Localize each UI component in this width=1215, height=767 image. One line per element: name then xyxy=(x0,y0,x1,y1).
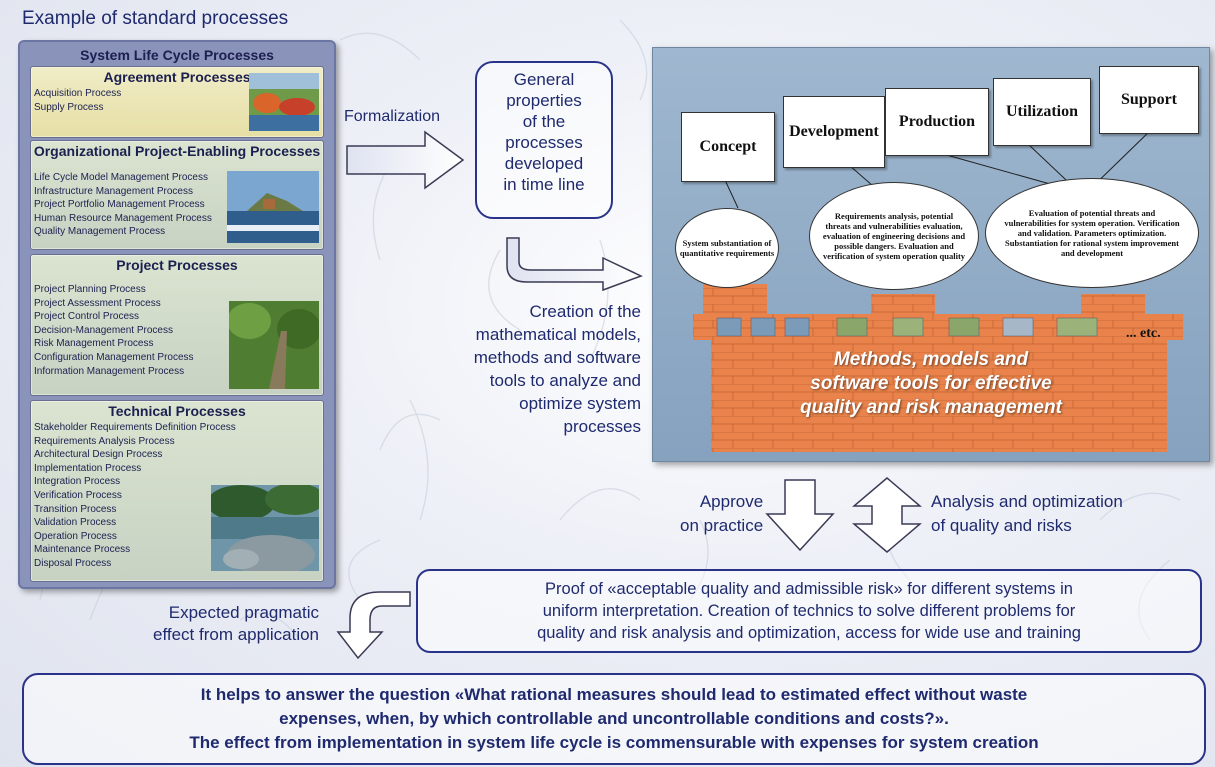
forest-path-photo xyxy=(229,301,319,389)
text-line: Expected pragmatic xyxy=(168,603,319,622)
text-line: uniform interpretation. Creation of tech… xyxy=(542,602,1076,620)
curved-arrow-icon xyxy=(506,237,643,292)
down-arrow-icon xyxy=(765,479,835,552)
lifecycle-diagram: Concept Development Production Utilizati… xyxy=(652,47,1210,462)
group-title: Technical Processes xyxy=(108,403,246,419)
list-item: Architectural Design Process xyxy=(34,449,163,461)
ellipse-utilization: Evaluation of potential threats and vuln… xyxy=(985,178,1199,288)
group-title: Project Processes xyxy=(116,257,238,273)
technical-group: Technical Processes Stakeholder Requirem… xyxy=(30,400,324,582)
text-line: effect from application xyxy=(153,625,319,644)
list-item: Transition Process xyxy=(34,503,117,515)
list-item: Acquisition Process xyxy=(34,88,122,99)
process-panel: System Life Cycle Processes Agreement Pr… xyxy=(18,40,336,589)
lake-photo xyxy=(227,171,319,243)
formalization-label: Formalization xyxy=(344,108,441,125)
panel-title: System Life Cycle Processes xyxy=(80,47,274,63)
page-title: Example of standard processes xyxy=(22,8,289,29)
list-item: Project Portfolio Management Process xyxy=(34,199,205,211)
list-item: Stakeholder Requirements Definition Proc… xyxy=(34,422,236,433)
list-item: Supply Process xyxy=(34,101,104,113)
stage-support: Support xyxy=(1099,66,1199,134)
list-item: Maintenance Process xyxy=(34,544,131,556)
text-line: processes xyxy=(563,417,641,436)
list-item: Decision-Management Process xyxy=(34,324,173,336)
list-item: Integration Process xyxy=(34,476,121,488)
text-line: in time line xyxy=(503,175,585,194)
approve-text: Approve on practice xyxy=(680,490,763,538)
list-item: Disposal Process xyxy=(34,557,112,569)
list-item: Life Cycle Model Management Process xyxy=(34,172,208,183)
general-properties-box: General properties of the processes deve… xyxy=(475,61,613,219)
text-line: of quality and risks xyxy=(931,516,1072,535)
text-line: mathematical models, xyxy=(475,325,641,344)
text-line: Analysis and optimization xyxy=(931,492,1123,511)
connector-lines xyxy=(693,127,1183,452)
stage-utilization: Utilization xyxy=(993,78,1091,146)
text-line: processes xyxy=(505,133,583,152)
list-item: Implementation Process xyxy=(34,462,142,474)
text-line: methods and software xyxy=(473,348,641,367)
agreement-group: Agreement Processes Acquisition Process … xyxy=(30,66,324,138)
list-item: Project Planning Process xyxy=(34,284,146,295)
double-arrow-icon xyxy=(852,477,922,553)
list-item: Risk Management Process xyxy=(34,338,154,350)
stage-production: Production xyxy=(885,88,989,156)
wall-text: Methods, models and software tools for e… xyxy=(653,348,1209,420)
conclusion-box: It helps to answer the question «What ra… xyxy=(22,673,1206,765)
formalization-arrow-icon xyxy=(346,130,465,190)
text-line: Proof of «acceptable quality and admissi… xyxy=(545,580,1073,598)
autumn-landscape-photo xyxy=(249,73,319,131)
organizational-group: Organizational Project-Enabling Processe… xyxy=(30,140,324,250)
creation-text: Creation of the mathematical models, met… xyxy=(393,300,641,438)
list-item: Project Assessment Process xyxy=(34,297,161,309)
text-line: General xyxy=(513,70,575,89)
stage-development: Development xyxy=(783,96,885,168)
text-line: quality and risk analysis and optimizati… xyxy=(537,624,1081,642)
etc-label: ... etc. xyxy=(1126,326,1161,341)
group-title: Organizational Project-Enabling Processe… xyxy=(33,143,321,159)
project-group: Project Processes Project Planning Proce… xyxy=(30,254,324,396)
expected-effect-text: Expected pragmatic effect from applicati… xyxy=(64,602,319,646)
list-item: Configuration Management Process xyxy=(34,351,194,363)
analysis-text: Analysis and optimization of quality and… xyxy=(931,490,1123,538)
text-line: on practice xyxy=(680,516,764,535)
text-line: software tools for effective xyxy=(810,373,1052,394)
list-item: Verification Process xyxy=(34,489,122,501)
text-line: developed xyxy=(504,154,584,173)
list-item: Validation Process xyxy=(34,517,117,529)
text-line: Creation of the xyxy=(529,302,641,321)
text-line: expenses, when, by which controllable an… xyxy=(279,709,949,728)
list-item: Human Resource Management Process xyxy=(34,212,212,224)
text-line: tools to analyze and xyxy=(489,371,641,390)
ellipse-development: Requirements analysis, potential threats… xyxy=(809,182,979,290)
group-title: Agreement Processes xyxy=(103,69,251,85)
ellipse-concept: System substantiation of quantitative re… xyxy=(675,208,779,288)
stage-concept: Concept xyxy=(681,112,775,182)
text-line: It helps to answer the question «What ra… xyxy=(200,685,1028,704)
text-line: quality and risk management xyxy=(800,397,1062,418)
list-item: Requirements Analysis Process xyxy=(34,435,175,447)
bent-arrow-icon xyxy=(336,591,411,660)
list-item: Quality Management Process xyxy=(34,226,166,238)
text-line: optimize system xyxy=(519,394,641,413)
list-item: Project Control Process xyxy=(34,311,140,323)
text-line: Approve xyxy=(699,492,764,511)
text-line: properties xyxy=(506,91,582,110)
text-line: Methods, models and xyxy=(833,349,1029,370)
text-line: of the xyxy=(522,112,566,131)
proof-box: Proof of «acceptable quality and admissi… xyxy=(416,569,1202,653)
list-item: Infrastructure Management Process xyxy=(34,185,193,197)
river-rocks-photo xyxy=(211,485,319,571)
list-item: Information Management Process xyxy=(34,365,185,377)
text-line: The effect from implementation in system… xyxy=(189,733,1039,752)
list-item: Operation Process xyxy=(34,530,117,542)
